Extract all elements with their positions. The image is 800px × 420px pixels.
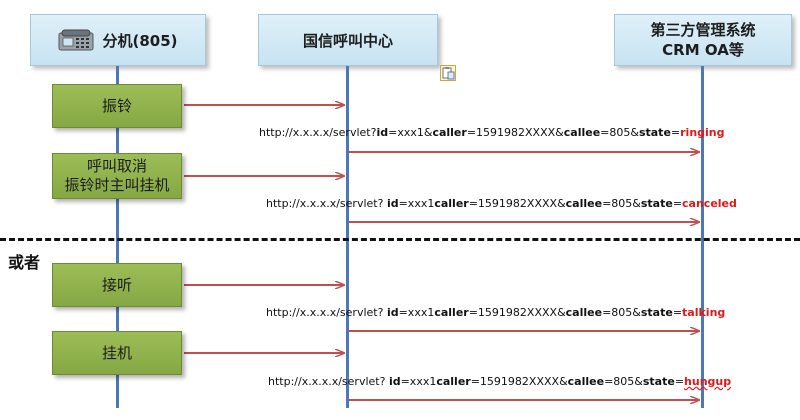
- crm-lifeline: [701, 66, 704, 408]
- crm-system-header: 第三方管理系统 CRM OA等: [614, 14, 792, 66]
- clipboard-icon: [440, 65, 456, 81]
- state-value-ringing: ringing: [680, 126, 725, 139]
- event-ringing: 振铃: [52, 84, 182, 128]
- extension-header: 分机(805): [30, 14, 206, 66]
- event-ringing-label: 振铃: [101, 96, 132, 115]
- event-cancel-line1: 呼叫取消: [86, 157, 147, 175]
- url-ringing: http://x.x.x.x/servlet?id=xxx1&caller=15…: [259, 126, 725, 139]
- or-divider-line: [0, 238, 800, 241]
- extension-header-label: 分机(805): [102, 31, 178, 50]
- call-center-header-label: 国信呼叫中心: [302, 31, 393, 50]
- url-canceled: http://x.x.x.x/servlet? id=xxx1caller=15…: [266, 197, 737, 210]
- call-center-lifeline: [346, 66, 349, 408]
- event-hangup-label: 挂机: [101, 343, 132, 362]
- call-center-header: 国信呼叫中心: [258, 14, 438, 66]
- event-cancel: 呼叫取消 振铃时主叫挂机: [52, 153, 182, 199]
- state-value-hungup: hungup: [684, 375, 732, 388]
- extension-lifeline: [116, 66, 119, 408]
- crm-header-line2: CRM OA等: [662, 41, 744, 59]
- url-talking: http://x.x.x.x/servlet? id=xxx1caller=15…: [266, 306, 726, 319]
- telephone-icon: [58, 29, 94, 51]
- event-answer: 接听: [52, 263, 182, 307]
- url-hungup: http://x.x.x.x/servlet? id=xxx1caller=15…: [268, 375, 732, 388]
- event-cancel-line2: 振铃时主叫挂机: [64, 176, 170, 194]
- crm-header-line1: 第三方管理系统: [650, 21, 756, 39]
- or-label: 或者: [8, 253, 41, 272]
- event-hangup: 挂机: [52, 331, 182, 375]
- event-answer-label: 接听: [101, 275, 132, 294]
- state-value-talking: talking: [682, 306, 726, 319]
- state-value-canceled: canceled: [682, 197, 737, 210]
